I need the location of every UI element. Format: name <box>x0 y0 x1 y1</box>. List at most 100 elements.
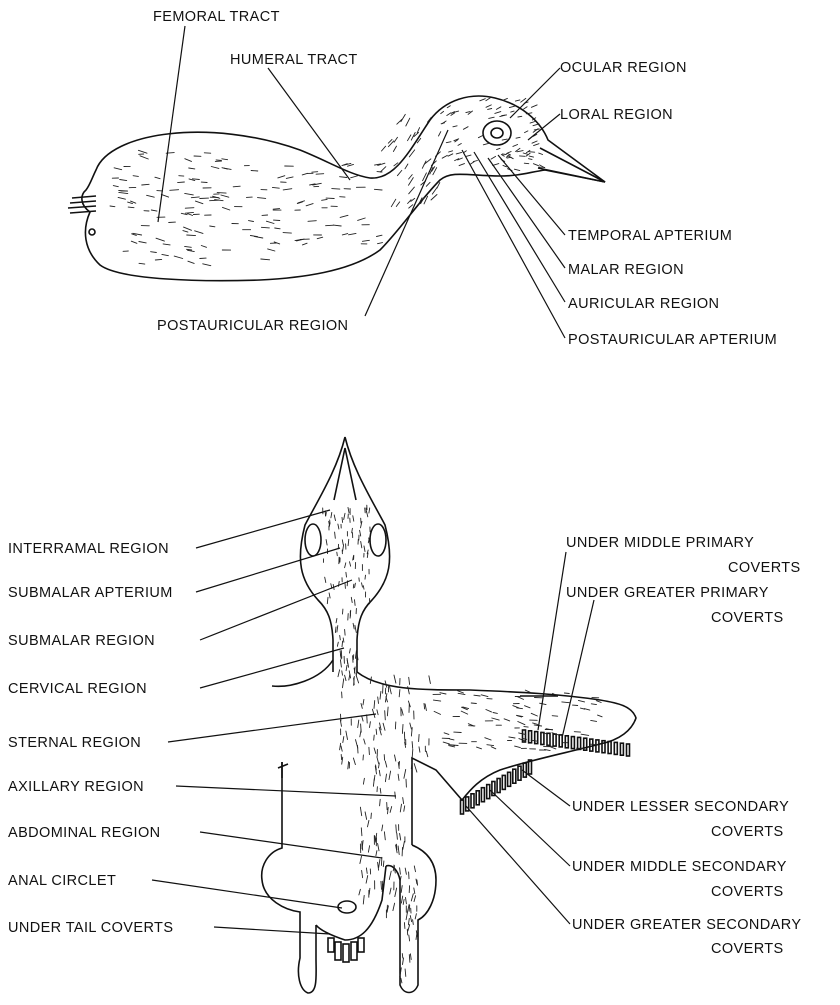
feather-stroke <box>338 670 340 677</box>
feather-stroke <box>351 597 352 602</box>
feather-stroke <box>192 179 199 180</box>
feather-stroke <box>374 775 375 780</box>
lateral-labels: FEMORAL TRACT HUMERAL TRACT OCULAR REGIO… <box>153 9 777 348</box>
feather-stroke <box>306 204 313 206</box>
feather-stroke <box>394 675 396 683</box>
feather-stroke <box>552 716 558 717</box>
feather-stroke <box>374 189 382 190</box>
covert-feather <box>471 794 474 808</box>
covert-feather <box>627 744 630 756</box>
feather-stroke <box>340 177 347 178</box>
feather-stroke <box>128 202 133 204</box>
feather-stroke <box>399 690 400 697</box>
feather-stroke <box>591 720 597 721</box>
lateral-beak <box>538 148 605 182</box>
feather-stroke <box>453 126 457 127</box>
feather-stroke <box>390 888 391 894</box>
feather-stroke <box>515 746 521 748</box>
label-postauricular-apterium: POSTAURICULAR APTERIUM <box>568 332 777 348</box>
feather-stroke <box>170 190 179 191</box>
feather-stroke <box>374 701 375 709</box>
feather-stroke <box>448 154 453 156</box>
feather-stroke <box>401 896 402 903</box>
feather-stroke <box>429 676 431 684</box>
feather-stroke <box>249 221 254 222</box>
feather-stroke <box>523 153 527 154</box>
feather-stroke <box>275 228 280 229</box>
feather-stroke <box>203 264 211 266</box>
feather-stroke <box>405 868 406 874</box>
feather-stroke <box>343 679 344 688</box>
feather-stroke <box>185 208 194 209</box>
feather-stroke <box>338 524 339 529</box>
feather-stroke <box>337 552 338 556</box>
leader-cervical-region <box>200 648 344 688</box>
feather-stroke <box>378 844 379 851</box>
lateral-eye <box>483 121 511 145</box>
feather-stroke <box>380 167 386 172</box>
feather-stroke <box>362 870 363 877</box>
feather-stroke <box>385 711 386 720</box>
feather-stroke <box>317 237 323 239</box>
feather-stroke <box>400 804 401 812</box>
feather-stroke <box>211 167 219 169</box>
feather-stroke <box>178 182 185 183</box>
feather-stroke <box>447 106 450 108</box>
feather-stroke <box>518 722 525 725</box>
feather-stroke <box>216 160 221 161</box>
feather-stroke <box>374 748 376 754</box>
feather-stroke <box>388 139 392 143</box>
feather-stroke <box>374 735 375 740</box>
feather-stroke <box>380 691 381 699</box>
feather-stroke <box>409 935 410 941</box>
feather-stroke <box>156 238 164 241</box>
feather-stroke <box>390 807 392 813</box>
feather-stroke <box>348 508 349 513</box>
feather-stroke <box>458 691 464 693</box>
feather-stroke <box>488 109 492 110</box>
feather-stroke <box>370 677 371 684</box>
feather-stroke <box>533 164 538 166</box>
feather-stroke <box>371 813 372 819</box>
label-auricular-region: AURICULAR REGION <box>568 296 719 312</box>
feather-stroke <box>403 841 405 849</box>
feather-stroke <box>391 199 396 207</box>
feather-stroke <box>188 261 194 263</box>
feather-stroke <box>503 165 507 166</box>
feather-stroke <box>393 903 395 910</box>
feather-stroke <box>372 709 375 717</box>
feather-stroke <box>326 513 327 517</box>
feather-stroke <box>364 546 365 552</box>
feather-stroke <box>443 742 449 744</box>
feather-stroke <box>383 861 384 867</box>
feather-stroke <box>119 192 128 193</box>
feather-stroke <box>524 727 528 728</box>
label-under-tail-coverts: UNDER TAIL COVERTS <box>8 920 173 936</box>
feather-stroke <box>387 707 388 716</box>
leader-femoral-tract <box>158 26 185 222</box>
feather-stroke <box>283 189 292 190</box>
feather-stroke <box>353 516 354 522</box>
feather-stroke <box>185 193 194 195</box>
feather-stroke <box>397 833 398 839</box>
label-axillary-region: AXILLARY REGION <box>8 779 144 795</box>
leader-humeral-tract <box>268 68 350 180</box>
feather-stroke <box>419 747 420 752</box>
label-femoral-tract: FEMORAL TRACT <box>153 9 280 25</box>
covert-feather <box>497 779 500 793</box>
feather-stroke <box>395 792 396 798</box>
feather-stroke <box>388 808 389 814</box>
feather-stroke <box>345 675 346 680</box>
feather-stroke <box>414 888 415 894</box>
label-submalar-region: SUBMALAR REGION <box>8 633 155 649</box>
feather-stroke <box>131 241 137 243</box>
feather-stroke <box>223 207 230 210</box>
leader-under-middle-secondary-coverts <box>490 790 570 866</box>
feather-stroke <box>470 162 474 164</box>
feather-stroke <box>402 709 404 715</box>
feather-stroke <box>402 954 403 958</box>
feather-stroke <box>349 674 350 680</box>
feather-stroke <box>382 146 386 151</box>
feather-stroke <box>440 693 446 694</box>
